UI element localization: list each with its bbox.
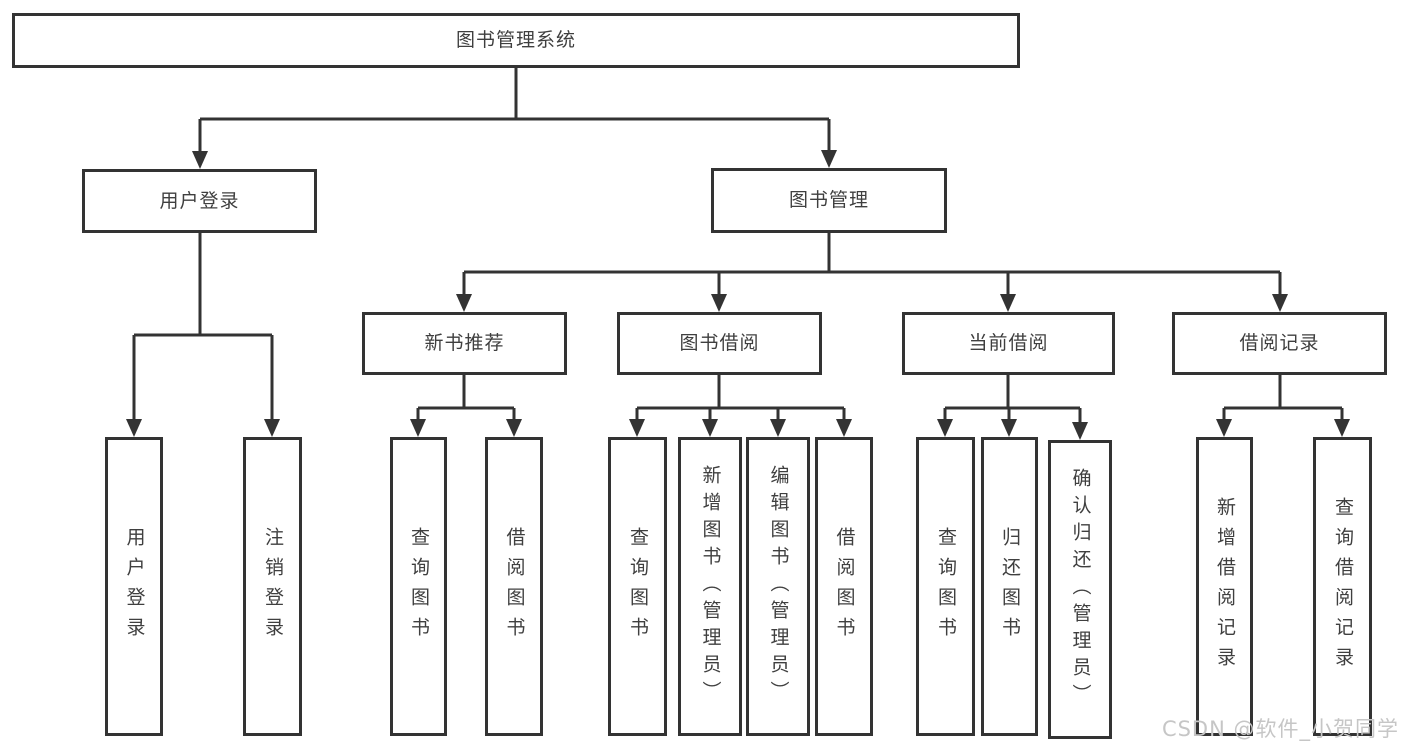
arrowheads (126, 150, 1350, 440)
node-label: 图书管理 (788, 189, 869, 211)
node-label: 查询借阅记录 (1332, 496, 1354, 677)
node-label: 图书借阅 (679, 332, 760, 354)
node-label: 借阅图书 (833, 526, 856, 647)
node-label: 查询图书 (408, 526, 430, 647)
arrow-down-icon (702, 419, 718, 437)
arrow-down-icon (192, 151, 208, 169)
node-root-system: 图书管理系统 (12, 13, 1020, 68)
leaf-logout: 注销登录 (243, 437, 302, 736)
leaf-borrow-books-2: 借阅图书 (815, 437, 873, 736)
arrow-down-icon (264, 419, 280, 437)
arrow-down-icon (937, 419, 953, 437)
arrow-down-icon (1072, 422, 1088, 440)
node-book-management: 图书管理 (711, 168, 947, 233)
arrow-down-icon (711, 294, 727, 312)
leaf-query-books-2: 查询图书 (608, 437, 667, 736)
arrow-down-icon (126, 419, 142, 437)
node-new-book-recommendation: 新书推荐 (362, 312, 567, 375)
arrow-down-icon (410, 419, 426, 437)
leaf-add-books-admin: 新增图书（管理员） (678, 437, 742, 736)
connector-root-to-level2 (198, 68, 831, 153)
node-user-login: 用户登录 (82, 169, 317, 233)
node-current-borrowing: 当前借阅 (902, 312, 1115, 375)
node-label: 借阅记录 (1239, 332, 1320, 354)
arrow-down-icon (506, 419, 522, 437)
connector-book-mgmt-rail (462, 233, 1282, 296)
arrow-down-icon (1334, 419, 1350, 437)
node-label: 图书管理系统 (455, 29, 576, 51)
arrow-down-icon (456, 294, 472, 312)
leaf-query-books-3: 查询图书 (916, 437, 975, 736)
node-label: 用户登录 (123, 526, 146, 647)
node-label: 借阅图书 (503, 526, 526, 647)
node-label: 查询图书 (627, 526, 649, 647)
connector-book-borrow-branch (635, 375, 846, 421)
node-label: 归还图书 (999, 526, 1021, 647)
csdn-watermark: CSDN @软件_小贺同学 (1161, 717, 1399, 741)
node-borrowing-records: 借阅记录 (1172, 312, 1387, 375)
node-label: 新增借阅记录 (1214, 496, 1236, 677)
leaf-query-books-1: 查询图书 (390, 437, 447, 736)
connector-current-borrow-branch (943, 375, 1082, 424)
leaf-add-borrow-record: 新增借阅记录 (1196, 437, 1253, 736)
node-label: 用户登录 (159, 189, 240, 212)
connector-borrow-records-branch (1222, 375, 1344, 421)
arrow-down-icon (1216, 419, 1232, 437)
connector-user-login-branch (132, 233, 274, 421)
arrow-down-icon (836, 419, 852, 437)
node-label: 编辑图书（管理员） (767, 465, 790, 708)
leaf-user-login: 用户登录 (105, 437, 163, 736)
leaf-return-books: 归还图书 (981, 437, 1038, 736)
leaf-edit-books-admin: 编辑图书（管理员） (746, 437, 810, 736)
node-book-borrowing: 图书借阅 (617, 312, 822, 375)
arrow-down-icon (770, 419, 786, 437)
node-label: 新增图书（管理员） (699, 465, 722, 708)
node-label: 确认归还（管理员） (1069, 468, 1092, 711)
node-label: 查询图书 (935, 526, 957, 647)
leaf-query-borrow-record: 查询借阅记录 (1313, 437, 1372, 736)
arrow-down-icon (629, 419, 645, 437)
leaf-borrow-books-1: 借阅图书 (485, 437, 543, 736)
node-label: 新书推荐 (424, 332, 505, 354)
node-label: 当前借阅 (968, 332, 1049, 354)
arrow-down-icon (1001, 419, 1017, 437)
leaf-confirm-return-admin: 确认归还（管理员） (1048, 440, 1112, 739)
arrow-down-icon (821, 150, 837, 168)
arrow-down-icon (1272, 294, 1288, 312)
node-label: 注销登录 (262, 526, 284, 647)
connector-new-books-branch (416, 375, 516, 421)
arrow-down-icon (1000, 294, 1016, 312)
